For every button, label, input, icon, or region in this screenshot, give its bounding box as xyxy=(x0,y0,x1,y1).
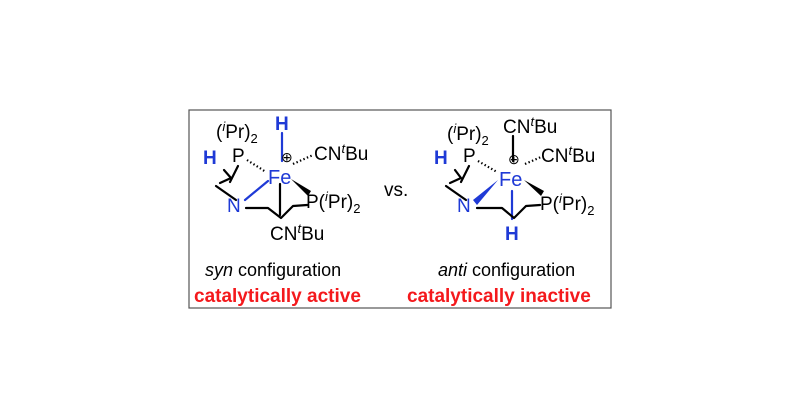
anti-cn-right-label: CNtBu xyxy=(541,143,595,167)
syn-n-ring-bond xyxy=(214,184,238,202)
anti-n-ring-bond xyxy=(444,184,468,202)
syn-fe-p-right-wedge xyxy=(291,179,311,196)
syn-caption-italic: syn xyxy=(205,260,233,280)
syn-status-label: catalytically active xyxy=(194,286,361,307)
anti-fe-p-right-wedge xyxy=(524,180,544,196)
syn-cn-bottom-label: CNtBu xyxy=(270,221,324,245)
syn-pipr2-left-label: (iPr)2 xyxy=(216,119,258,146)
anti-p-left-label: P xyxy=(463,146,476,167)
anti-caption-rest: configuration xyxy=(467,260,575,280)
vs-label: vs. xyxy=(384,180,408,201)
syn-charge-label: ⊕ xyxy=(281,149,293,165)
syn-fe-label: Fe xyxy=(268,167,291,189)
anti-status-label: catalytically inactive xyxy=(407,286,591,307)
anti-fe-n-wedge xyxy=(473,180,498,205)
anti-caption-italic: anti xyxy=(438,260,468,280)
anti-p-right-label: P(iPr)2 xyxy=(540,191,594,218)
anti-h-left-label: H xyxy=(434,148,448,169)
anti-h-bottom-label: H xyxy=(505,224,519,245)
syn-p-right-label: P(iPr)2 xyxy=(306,189,360,216)
syn-cn-right-label: CNtBu xyxy=(314,141,368,165)
anti-n-h-link xyxy=(448,168,463,185)
anti-fe-p-left-hash xyxy=(477,160,498,173)
syn-caption: syn configuration xyxy=(205,260,341,280)
anti-p-ring-bond xyxy=(459,164,471,184)
syn-p-ring-bond xyxy=(228,164,240,184)
syn-h-top-label: H xyxy=(275,114,289,135)
anti-complex: (iPr)2 CNtBu P H ⊕ CNtBu Fe N P(iPr)2 H xyxy=(434,114,595,245)
syn-fe-n-bond xyxy=(243,179,270,202)
syn-complex: H (iPr)2 P H ⊕ Fe CNtBu N P(iPr)2 CNtBu xyxy=(203,114,368,245)
anti-backbone xyxy=(475,203,542,220)
syn-n-label: N xyxy=(227,196,241,217)
anti-pipr2-left-label: (iPr)2 xyxy=(447,121,489,148)
anti-caption: anti configuration xyxy=(438,260,575,280)
figure-frame xyxy=(188,109,612,309)
syn-backbone xyxy=(244,203,309,220)
syn-fe-cn-right-hash xyxy=(292,153,314,166)
anti-fe-cn-right-hash xyxy=(524,155,542,166)
anti-charge-label: ⊕ xyxy=(508,151,520,167)
anti-n-label: N xyxy=(457,196,471,217)
syn-fe-p-left-hash xyxy=(246,159,267,173)
syn-caption-rest: configuration xyxy=(233,260,341,280)
anti-cn-top-label: CNtBu xyxy=(503,114,557,138)
anti-fe-label: Fe xyxy=(499,169,522,191)
syn-p-left-label: P xyxy=(232,146,245,167)
syn-h-left-label: H xyxy=(203,148,217,169)
